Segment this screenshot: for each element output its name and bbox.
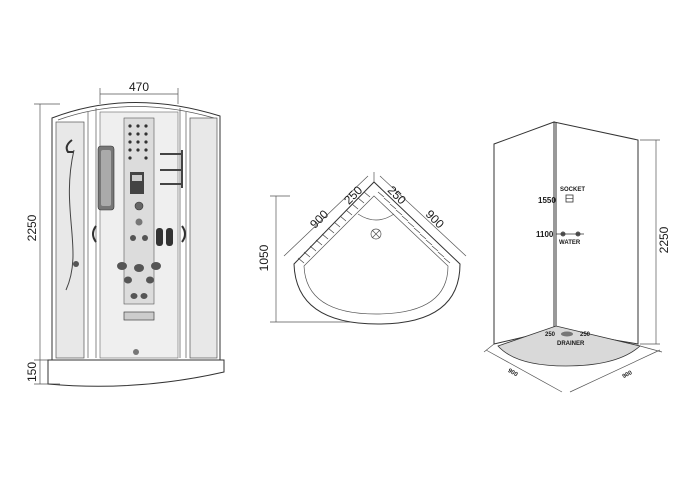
- hand-shower: [65, 139, 79, 291]
- socket-label: SOCKET: [560, 187, 585, 193]
- drainer-left-label: 250: [545, 332, 556, 338]
- top-left-side-label: 900: [307, 207, 331, 231]
- control-column: [117, 117, 161, 321]
- water-label: WATER: [559, 240, 581, 246]
- mixer-taps: [156, 228, 173, 246]
- drainer-marker: 250 250 DRAINER: [545, 331, 591, 347]
- socket-height-label: 1550: [538, 196, 556, 205]
- door-handles: [92, 225, 186, 243]
- water-marker: WATER 1100: [536, 230, 584, 246]
- hatched-edge-left: [297, 191, 371, 264]
- drainer-label: DRAINER: [557, 341, 585, 347]
- front-view: 2250 150 470: [25, 80, 225, 387]
- front-tray-height-label: 150: [25, 362, 39, 382]
- water-height-label: 1100: [536, 230, 554, 239]
- drain-circle: [370, 228, 382, 240]
- front-height-label: 2250: [25, 214, 39, 241]
- top-right-side-label: 900: [423, 207, 447, 231]
- front-width-dimension: 470: [99, 80, 179, 104]
- install-height-label: 2250: [657, 226, 671, 253]
- socket-marker: SOCKET 1550: [538, 187, 585, 205]
- hatched-edge-right: [377, 191, 451, 264]
- floor-tray: [497, 325, 641, 367]
- top-height-label: 1050: [257, 244, 271, 271]
- floor-left-label: 900: [507, 368, 519, 379]
- drainer-right-label: 250: [580, 332, 591, 338]
- front-width-label: 470: [129, 80, 149, 94]
- top-right-corner-label: 250: [385, 183, 409, 207]
- shampoo-panel: [97, 145, 115, 211]
- shower-tray: [47, 349, 225, 387]
- floor-right-label: 900: [622, 370, 634, 380]
- install-view: 2250 SOCKET 1550 WATER 1100 250 250 DRAI…: [483, 121, 671, 393]
- towel-rail: [160, 150, 183, 188]
- top-depth-dimension: 1050: [257, 195, 350, 323]
- front-height-dimension: 2250 150: [25, 103, 60, 385]
- top-view: 1050 900 250: [257, 172, 467, 325]
- top-left-corner-label: 250: [341, 183, 365, 207]
